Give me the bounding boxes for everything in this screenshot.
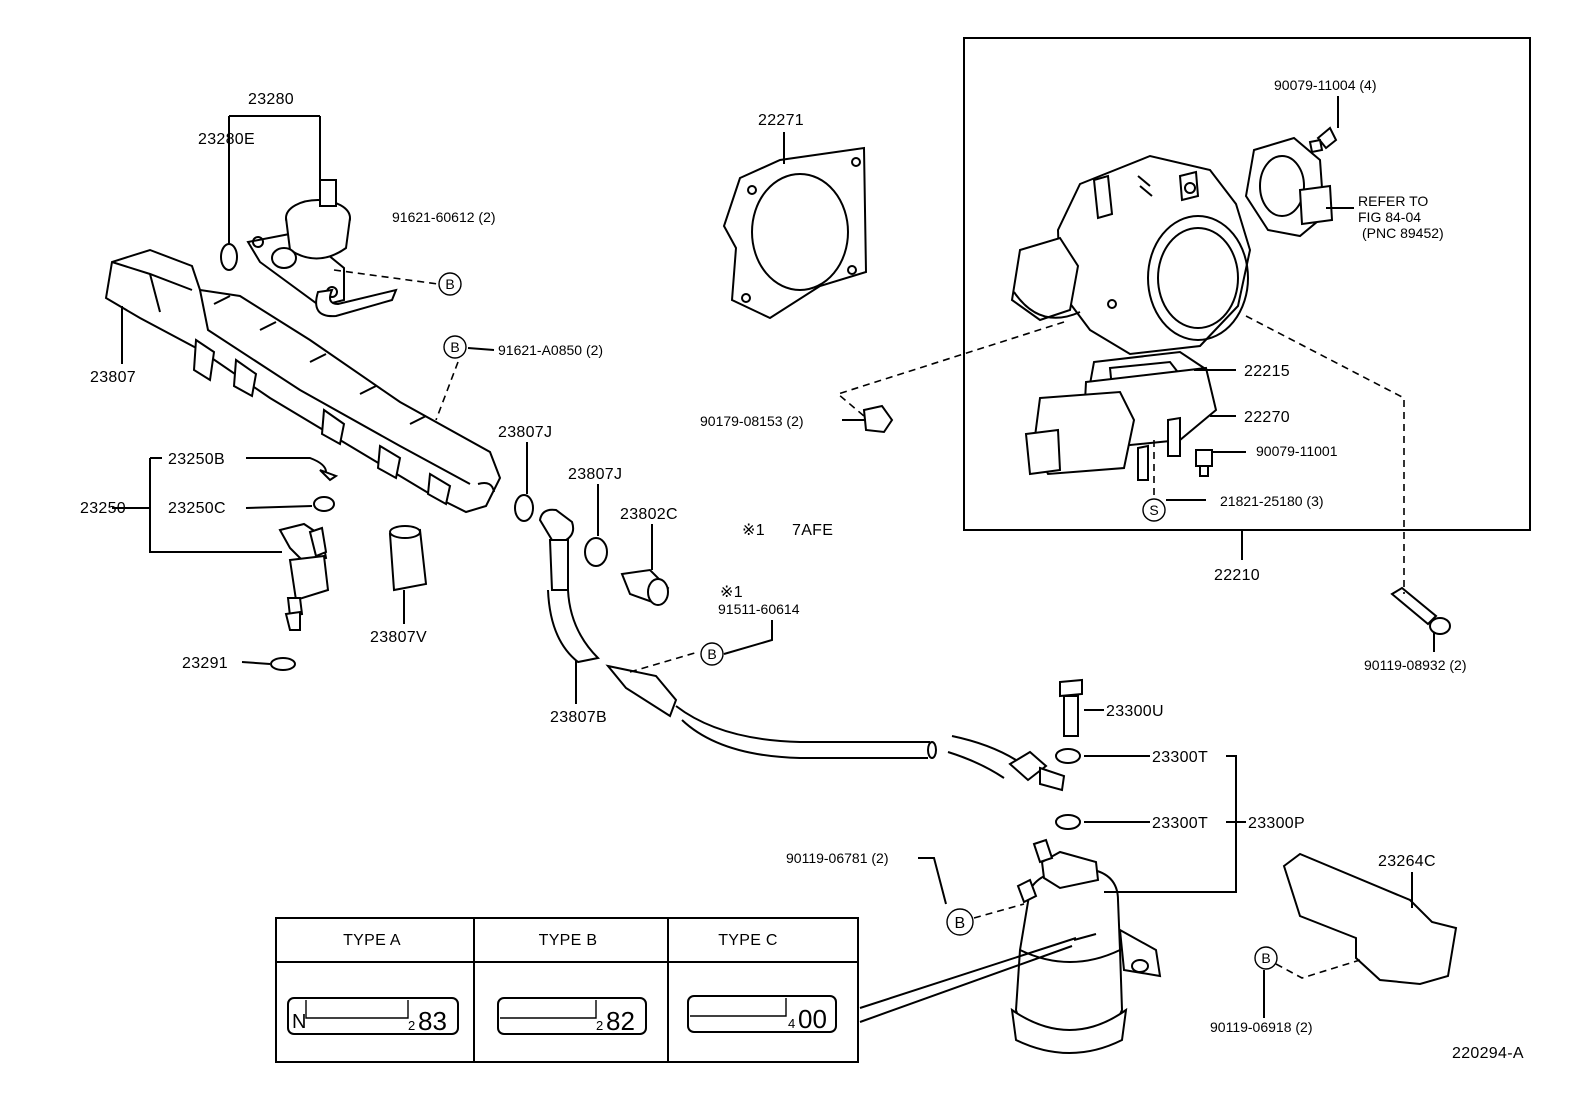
type-b-header: TYPE B: [539, 932, 598, 949]
label-23807b: 23807B: [550, 709, 607, 726]
label-90079-11004: 90079-11004 (4): [1274, 77, 1376, 93]
throttle-body-assembly-frame: [963, 37, 1531, 531]
label-91621-60612: 91621-60612 (2): [392, 209, 496, 225]
gasket-23807j-b: [584, 537, 608, 567]
label-90119-06781: 90119-06781 (2): [786, 850, 888, 866]
label-23300t-b: 23300T: [1152, 815, 1208, 832]
pressure-regulator-drawing: [246, 179, 398, 318]
label-90119-08932: 90119-08932 (2): [1364, 657, 1466, 673]
label-23807j-a: 23807J: [498, 424, 552, 441]
label-refer-line2: FIG 84-04: [1358, 209, 1421, 225]
gasket-23807j-a: [514, 494, 534, 522]
label-footnote-mark-2: ※1: [720, 584, 743, 601]
label-22215: 22215: [1244, 363, 1290, 380]
footnote-mark: ※1: [742, 522, 765, 539]
label-90079-11001: 90079-11001: [1256, 443, 1338, 459]
label-23300u: 23300U: [1106, 703, 1164, 720]
label-23280: 23280: [248, 91, 294, 108]
svg-text:2: 2: [408, 1018, 415, 1033]
svg-text:B: B: [450, 339, 459, 355]
label-23300p: 23300P: [1248, 815, 1305, 832]
fuel-pipe-drawing: [605, 664, 1066, 792]
label-23300t-a: 23300T: [1152, 749, 1208, 766]
type-c-marking: 4 00: [687, 995, 837, 1034]
screw-90079-11004-drawing: [1308, 126, 1338, 154]
throttle-body-drawing: [1010, 154, 1252, 356]
o-ring-23280e: [220, 243, 238, 271]
label-90179-08153: 90179-08153 (2): [700, 413, 804, 429]
svg-text:B: B: [955, 915, 966, 932]
fuel-filter-drawing: [1010, 838, 1162, 1054]
label-91511-60614: 91511-60614: [718, 601, 800, 617]
label-23291: 23291: [182, 655, 228, 672]
figure-id: 220294-A: [1452, 1045, 1524, 1062]
label-23250: 23250: [80, 500, 126, 517]
label-23807: 23807: [90, 369, 136, 386]
gasket-23300t-a: [1055, 748, 1081, 764]
svg-text:82: 82: [606, 1006, 635, 1036]
label-22271: 22271: [758, 112, 804, 129]
label-23280e: 23280E: [198, 131, 255, 148]
svg-text:B: B: [1261, 950, 1270, 966]
throttle-gasket-22271-drawing: [722, 146, 868, 320]
svg-text:B: B: [707, 646, 716, 662]
label-90119-06918: 90119-06918 (2): [1210, 1019, 1312, 1035]
label-refer-line3: (PNC 89452): [1362, 225, 1444, 241]
union-bolt-23300u-drawing: [1059, 678, 1083, 737]
label-23807j-b: 23807J: [568, 466, 622, 483]
fuel-rail-drawing: [104, 248, 502, 514]
grommet-23250c: [313, 496, 335, 512]
callout-b-3: B: [700, 642, 724, 666]
type-b-marking: 2 82: [497, 997, 647, 1036]
label-23250c: 23250C: [168, 500, 226, 517]
callout-b-5: B: [1254, 946, 1278, 970]
label-91621-a0850: 91621-A0850 (2): [498, 342, 603, 358]
svg-text:4: 4: [788, 1016, 795, 1031]
label-22210: 22210: [1214, 567, 1260, 584]
callout-b-4: B: [946, 908, 974, 936]
throttle-position-sensor-drawing: [1244, 136, 1334, 238]
insulator-23291: [270, 657, 296, 671]
bolt-90179-08153-drawing: [862, 404, 894, 434]
svg-text:N: N: [292, 1011, 306, 1033]
svg-text:2: 2: [596, 1018, 603, 1033]
svg-text:83: 83: [418, 1006, 447, 1036]
svg-text:B: B: [445, 276, 454, 292]
label-refer-line1: REFER TO: [1358, 193, 1428, 209]
label-23250b: 23250B: [168, 451, 225, 468]
bracket-23264c-drawing: [1282, 852, 1458, 986]
bolt-90119-08932-drawing: [1390, 586, 1451, 635]
type-c-header: TYPE C: [718, 932, 778, 949]
svg-text:00: 00: [798, 1004, 827, 1034]
svg-text:S: S: [1149, 502, 1158, 518]
type-a-header: TYPE A: [343, 932, 401, 949]
label-23802c: 23802C: [620, 506, 678, 523]
fuel-hose-23807b-drawing: [538, 508, 601, 664]
label-22270: 22270: [1244, 409, 1290, 426]
callout-b-1: B: [438, 272, 462, 296]
screw-90079-11001-drawing: [1195, 449, 1213, 477]
idle-air-control-valve-22270-drawing: [1024, 366, 1218, 481]
spacer-23807v-drawing: [388, 525, 428, 592]
callout-s: S: [1142, 498, 1166, 522]
gasket-23300t-b: [1055, 814, 1081, 830]
clip-23250b: [319, 469, 339, 482]
label-21821-25180: 21821-25180 (3): [1220, 493, 1324, 509]
callout-b-2: B: [443, 335, 467, 359]
footnote-text: 7AFE: [792, 522, 833, 539]
fuel-injector-drawing: [278, 522, 330, 631]
label-23264c: 23264C: [1378, 853, 1436, 870]
union-bolt-23802c-drawing: [620, 568, 670, 606]
leader-lines: [112, 96, 1435, 1023]
filter-type-table: TYPE A TYPE B TYPE C N 2 83 2 82 4 00: [275, 917, 859, 1063]
label-23807v: 23807V: [370, 629, 427, 646]
type-a-marking: N 2 83: [287, 997, 459, 1036]
